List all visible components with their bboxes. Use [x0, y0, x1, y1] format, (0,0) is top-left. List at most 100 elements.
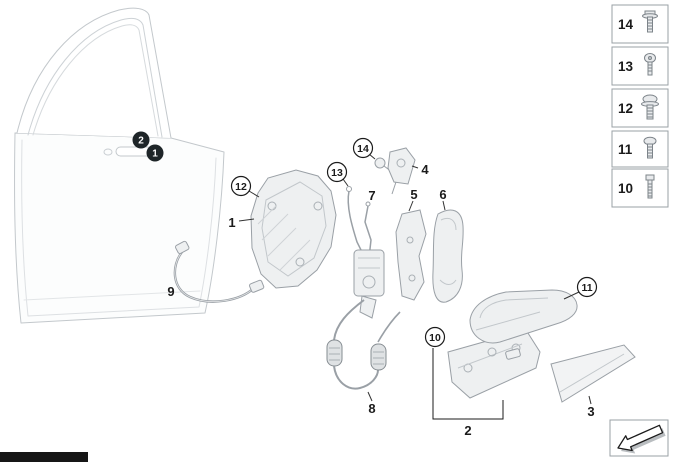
handle-grip-line [475, 311, 541, 331]
carrier-inner [261, 181, 327, 277]
boot-right-ridges [373, 351, 384, 365]
fastener-number-10: 10 [618, 181, 633, 196]
callout-12-leader [248, 190, 260, 198]
part-5-hole-1 [406, 236, 414, 244]
direction-arrow-icon [617, 424, 664, 452]
fastener-number-14: 14 [618, 17, 634, 32]
window-frame-inner2 [32, 24, 159, 137]
door-body [14, 132, 225, 324]
door-handle-recess [115, 146, 153, 157]
door-callout-1-circle[interactable] [146, 144, 164, 162]
cable-8-run2 [333, 365, 379, 390]
handle-fastener-2 [505, 348, 521, 360]
part-7-rod [364, 201, 372, 259]
label-6-leader [442, 200, 446, 211]
callout-12[interactable]: 12 [230, 175, 260, 198]
label-6[interactable]: 6 [439, 187, 446, 202]
label-5-group[interactable]: 5 [408, 187, 418, 212]
cable-9-highlight [174, 251, 255, 302]
strip-outline [550, 344, 636, 403]
torx-pan-screw-icon [643, 136, 657, 159]
label-2[interactable]: 2 [464, 423, 471, 438]
door-drawing [14, 7, 225, 324]
pan-washer-screw-icon [641, 94, 659, 120]
door-lock-hole [103, 148, 113, 156]
window-frame-inner [27, 17, 163, 138]
window-frame-outer [16, 7, 172, 139]
fastener-item-12[interactable]: 12 [611, 88, 669, 128]
label-1-leader [238, 218, 255, 222]
callout-11-label: 11 [581, 282, 592, 294]
callout-12-circle[interactable] [230, 175, 252, 197]
fastener-item-10[interactable]: 10 [611, 168, 669, 208]
label-4-leader [411, 165, 419, 169]
door-bottom-crease [23, 290, 201, 301]
label-7[interactable]: 7 [368, 188, 375, 203]
label-6-group[interactable]: 6 [439, 187, 447, 211]
fastener-item-13[interactable]: 13 [611, 46, 669, 86]
label-3-group[interactable]: 3 [587, 395, 595, 419]
label-4-group[interactable]: 4 [411, 162, 429, 177]
part-5-hole-2 [408, 274, 416, 282]
actuator-pulley [362, 275, 376, 289]
label-3-leader [588, 395, 592, 405]
door-callout-2[interactable]: 2 [132, 131, 150, 149]
label-8-leader [367, 391, 373, 402]
label-4[interactable]: 4 [421, 162, 429, 177]
callout-14-circle[interactable] [352, 137, 374, 159]
label-9[interactable]: 9 [167, 284, 174, 299]
label-1[interactable]: 1 [228, 215, 235, 230]
cable-8-run1 [333, 299, 365, 341]
bracket-4-arm [391, 181, 397, 195]
callout-13-leader [342, 178, 349, 187]
fastener-item-14[interactable]: 14 [611, 4, 669, 44]
handle-fastener-1 [487, 347, 497, 357]
callout-10[interactable]: 10 [424, 326, 446, 348]
fastener-item-11[interactable]: 11 [611, 130, 669, 168]
fastener-box-12[interactable] [611, 88, 669, 128]
callout-10-label: 10 [429, 332, 441, 344]
fastener-number-12: 12 [618, 101, 633, 116]
callout-11-circle[interactable] [576, 276, 598, 298]
fastener-box-10[interactable] [611, 168, 669, 208]
long-hex-screw-icon [645, 174, 655, 199]
label-5-leader [408, 200, 414, 212]
callout-12-label: 12 [235, 181, 247, 193]
label-1-group[interactable]: 1 [228, 215, 255, 230]
carrier-outline [250, 169, 337, 289]
boot-left-ridges [329, 347, 340, 361]
callout-11[interactable]: 11 [563, 276, 598, 300]
callout-11-leader [563, 291, 580, 300]
label-8-group[interactable]: 8 [367, 391, 376, 416]
callout-13-label: 13 [331, 167, 343, 179]
part-5-carrier-strip [395, 209, 427, 301]
door-callout-2-label: 2 [138, 136, 144, 147]
direction-indicator [609, 419, 669, 457]
door-callout-1[interactable]: 1 [146, 144, 164, 162]
callout-13[interactable]: 13 [326, 161, 349, 187]
lock-actuator [353, 249, 385, 319]
callout-13-circle[interactable] [326, 161, 348, 183]
callout-10-circle[interactable] [424, 326, 446, 348]
rod-13-line [347, 190, 363, 253]
fastener-box-13[interactable] [611, 46, 669, 86]
label-3[interactable]: 3 [587, 404, 594, 419]
cable-9-plug-right [249, 279, 265, 293]
handle-inner [479, 297, 549, 319]
door-callout-1-label: 1 [152, 149, 158, 160]
label-8[interactable]: 8 [368, 401, 375, 416]
fastener-number-13: 13 [618, 59, 634, 74]
bracket-4-hole [396, 158, 406, 168]
label-5[interactable]: 5 [410, 187, 417, 202]
cable-8-boot-right [370, 343, 387, 371]
callout-14[interactable]: 14 [352, 137, 376, 160]
bracket-4-outline [387, 147, 416, 185]
fastener-box-11[interactable] [611, 130, 669, 168]
door-callout-2-circle[interactable] [132, 131, 150, 149]
fastener-box-14[interactable] [611, 4, 669, 44]
actuator-lower [359, 295, 377, 319]
part-11-handle [469, 289, 578, 360]
part-13-rod [346, 186, 363, 253]
group-2-bracket [432, 348, 504, 420]
cable-9-plug-left [175, 240, 190, 255]
